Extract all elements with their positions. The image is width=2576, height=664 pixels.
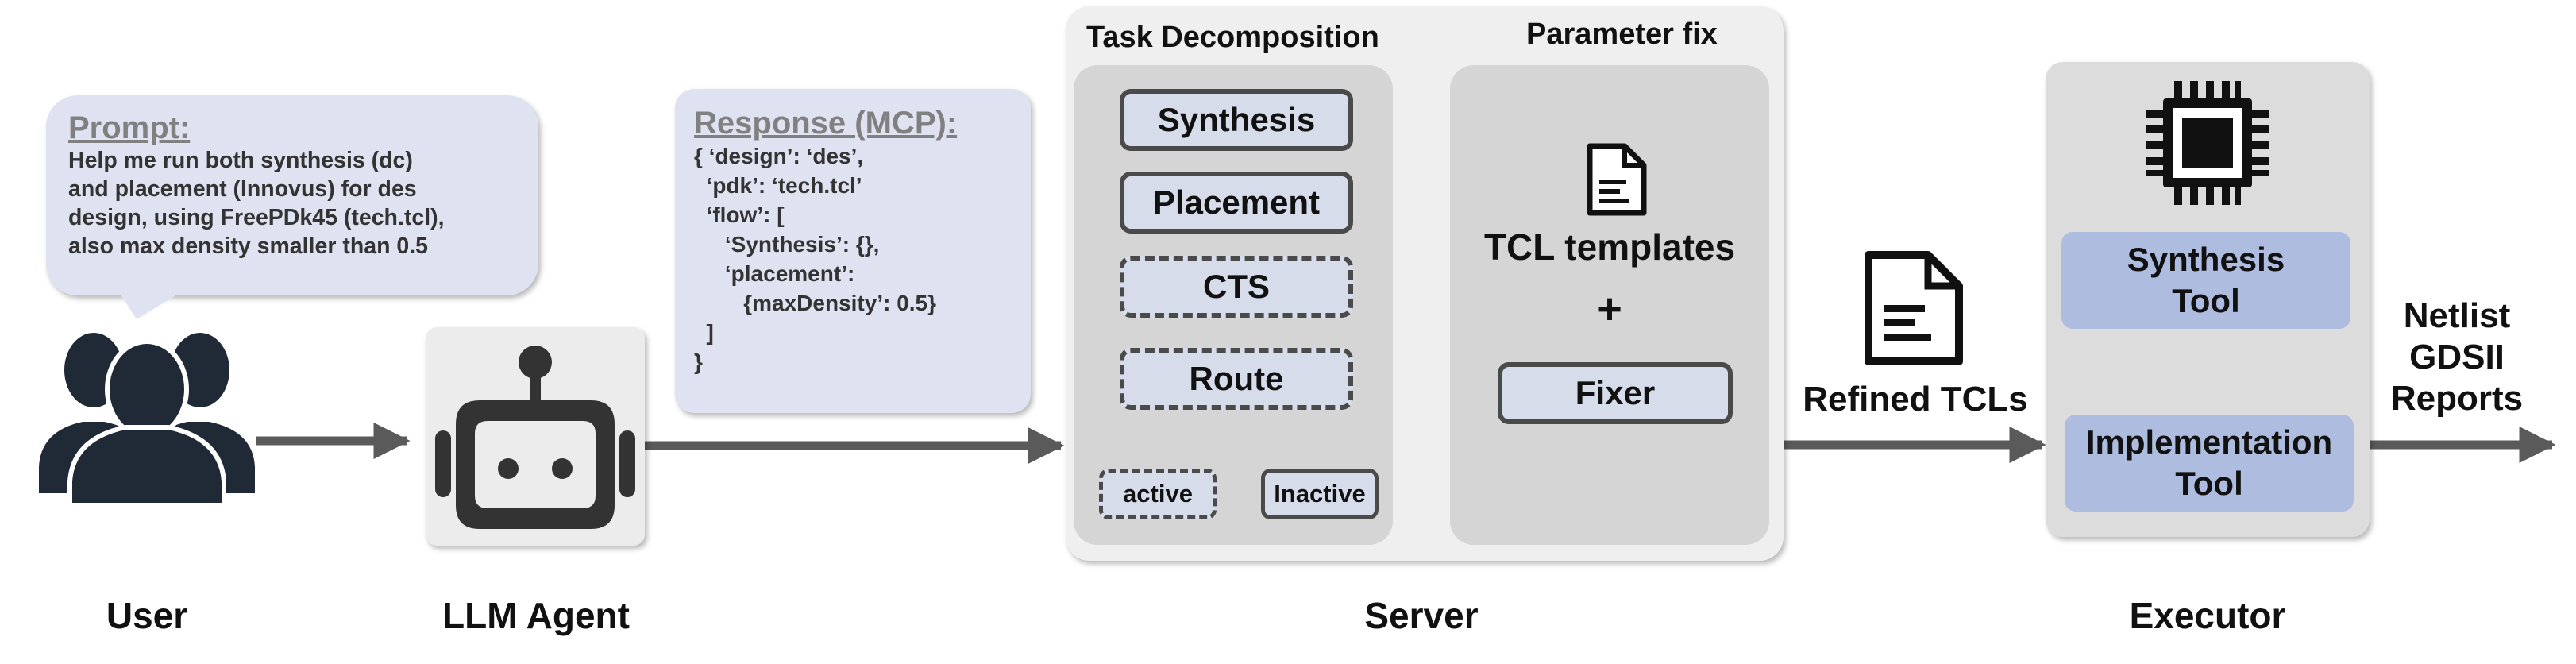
- response-line: ‘placement’:: [694, 261, 855, 286]
- parameter-fix-title: Parameter fix: [1526, 17, 1718, 51]
- synthesis-tool-line2: Tool: [2172, 282, 2240, 319]
- prompt-line: Help me run both synthesis (dc): [68, 148, 413, 173]
- prompt-bubble: Prompt: Help me run both synthesis (dc) …: [46, 95, 538, 295]
- implementation-tool-line2: Tool: [2175, 465, 2243, 502]
- task-decomposition-panel: Synthesis Placement CTS Route active Ina…: [1074, 65, 1393, 545]
- response-line: { ‘design’: ‘des’,: [694, 144, 864, 168]
- output-netlist: Netlist: [2403, 296, 2511, 335]
- task-synthesis: Synthesis: [1120, 89, 1353, 151]
- response-line: ‘pdk’: ‘tech.tcl’: [694, 173, 862, 198]
- document-icon: [1587, 143, 1647, 216]
- response-line: ]: [694, 320, 714, 345]
- robot-icon: [435, 346, 635, 529]
- tcl-templates-label: TCL templates: [1483, 226, 1736, 268]
- response-box: Response (MCP): { ‘design’: ‘des’, ‘pdk’…: [675, 89, 1031, 413]
- implementation-tool-line1: Implementation: [2085, 423, 2333, 461]
- parameter-fix-panel: TCL templates + Fixer: [1450, 65, 1769, 545]
- plus-sign: +: [1597, 285, 1622, 333]
- synthesis-tool: Synthesis Tool: [2061, 232, 2350, 329]
- prompt-line: and placement (Innovus) for des: [68, 176, 417, 202]
- document-icon: [1865, 251, 1963, 365]
- response-line: ‘Synthesis’: {},: [694, 232, 880, 257]
- response-line: {maxDensity’: 0.5}: [694, 291, 937, 315]
- output-reports: Reports: [2390, 379, 2524, 418]
- task-decomposition-title: Task Decomposition: [1086, 21, 1379, 54]
- fixer-box: Fixer: [1498, 362, 1733, 424]
- response-heading: Response (MCP):: [694, 106, 958, 141]
- output-gdsii: GDSII: [2409, 338, 2505, 376]
- user-caption: User: [106, 595, 188, 636]
- synthesis-tool-line1: Synthesis: [2127, 241, 2285, 278]
- agent-card: [426, 327, 645, 546]
- prompt-line: design, using FreePDk45 (tech.tcl),: [68, 205, 445, 230]
- legend-solid: Inactive: [1261, 469, 1379, 519]
- implementation-tool: Implementation Tool: [2065, 415, 2354, 512]
- prompt-bubble-tail: [119, 292, 181, 319]
- executor-box: Synthesis Tool Implementation Tool: [2046, 62, 2370, 537]
- server-box: Task Decomposition Parameter fix Synthes…: [1066, 6, 1784, 561]
- response-line: }: [694, 349, 703, 374]
- task-route: Route: [1120, 348, 1353, 410]
- prompt-heading: Prompt:: [68, 110, 191, 145]
- users-icon: [34, 328, 260, 507]
- agent-caption: LLM Agent: [442, 595, 630, 636]
- task-placement: Placement: [1120, 172, 1353, 234]
- chip-icon: [2146, 81, 2269, 205]
- server-caption: Server: [1364, 595, 1479, 636]
- task-cts: CTS: [1120, 256, 1353, 318]
- executor-caption: Executor: [2129, 595, 2286, 636]
- refined-tcls-label: Refined TCLs: [1803, 380, 2028, 419]
- legend-dashed: active: [1099, 469, 1217, 519]
- prompt-line: also max density smaller than 0.5: [68, 234, 429, 259]
- response-line: ‘flow’: [: [694, 203, 785, 227]
